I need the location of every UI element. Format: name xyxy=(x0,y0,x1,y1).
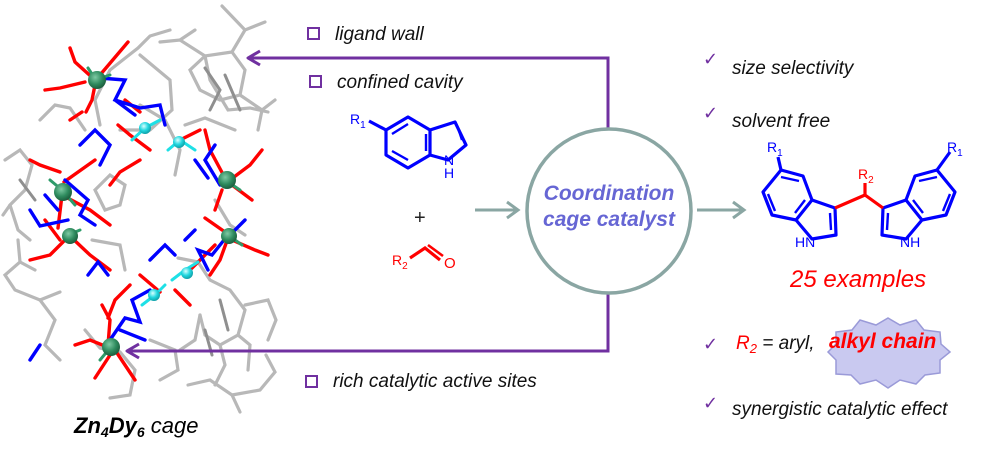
zn-atom xyxy=(88,71,106,89)
catalyst-label-line2: cage catalyst xyxy=(543,208,675,231)
dy-atom xyxy=(181,267,193,279)
cage-formula-suffix: cage xyxy=(144,413,199,438)
ligand-skeleton xyxy=(1,4,278,414)
feature-ligand-wall: ligand wall xyxy=(335,24,424,45)
square-bullet-icon xyxy=(307,27,320,40)
catalyst-label-line1: Coordination xyxy=(543,182,675,205)
zn-atom xyxy=(221,228,237,244)
catalyst-circle xyxy=(525,127,693,295)
plus-sign: + xyxy=(414,207,426,229)
alkyl-chain-badge: alkyl chain xyxy=(829,330,937,353)
zn-atoms xyxy=(54,71,237,356)
cage-title: Zn4Dy6 cage xyxy=(74,413,199,440)
feature-rich-active-sites: rich catalytic active sites xyxy=(333,371,537,392)
checkmark-icon: ✓ xyxy=(703,334,719,355)
arrow-out-head-icon xyxy=(732,200,747,220)
product-r2-label: R2 xyxy=(858,166,874,186)
zn4dy6-cage-structure xyxy=(1,4,278,414)
cage-formula-dy: Dy xyxy=(108,413,137,438)
reaction-arrows xyxy=(475,200,747,220)
advantage-synergistic-effect: synergistic catalytic effect xyxy=(732,399,948,420)
aldehyde-oxygen-label: O xyxy=(444,255,456,272)
cage-formula-zn: Zn xyxy=(74,413,101,438)
aldehyde-reactant xyxy=(409,243,444,262)
product-molecule xyxy=(761,151,957,241)
dy-atom xyxy=(139,122,151,134)
cage-formula-zn-sub: 4 xyxy=(100,424,109,440)
zn-atom xyxy=(218,171,236,189)
square-bullet-icon xyxy=(305,375,318,388)
zn-atom xyxy=(102,338,120,356)
bracket-top-line xyxy=(248,56,610,130)
zn-atom xyxy=(54,183,72,201)
zn-atom xyxy=(62,228,78,244)
checkmark-icon: ✓ xyxy=(703,393,719,414)
bracket-bottom-line xyxy=(127,292,610,353)
advantage-size-selectivity: size selectivity xyxy=(732,58,854,79)
r2-subscript: 2 xyxy=(749,341,757,356)
product-left-nh-label: HN xyxy=(795,234,816,250)
product-left-r1-label: R1 xyxy=(767,139,783,159)
dy-atoms xyxy=(139,122,193,301)
cage-formula-dy-sub: 6 xyxy=(136,424,145,440)
indole-reactant xyxy=(368,115,468,170)
indole-r1-label: R1 xyxy=(350,111,366,131)
catalyst-label: Coordination cage catalyst xyxy=(530,181,688,233)
r2-symbol: R xyxy=(736,333,750,354)
aldehyde-r2-label: R2 xyxy=(392,252,408,272)
dy-atom xyxy=(173,136,185,148)
checkmark-icon: ✓ xyxy=(703,103,719,124)
r2-aryl-text: = aryl, xyxy=(756,333,815,354)
advantage-solvent-free: solvent free xyxy=(732,111,831,132)
feature-confined-cavity: confined cavity xyxy=(337,72,463,93)
arrowhead-bottom-icon xyxy=(125,342,140,360)
square-bullet-icon xyxy=(309,75,322,88)
feature-bracket xyxy=(125,49,610,360)
advantage-r2-scope: R2 = aryl, xyxy=(736,333,815,356)
checkmark-icon: ✓ xyxy=(703,49,719,70)
examples-count: 25 examples xyxy=(790,266,927,293)
product-right-nh-label: NH xyxy=(900,234,921,250)
alkyl-chain-badge-shape xyxy=(826,317,952,389)
arrowhead-top-icon xyxy=(246,49,261,67)
arrow-in-head-icon xyxy=(506,200,521,220)
product-right-r1-label: R1 xyxy=(947,139,963,159)
dy-atom xyxy=(148,289,160,301)
